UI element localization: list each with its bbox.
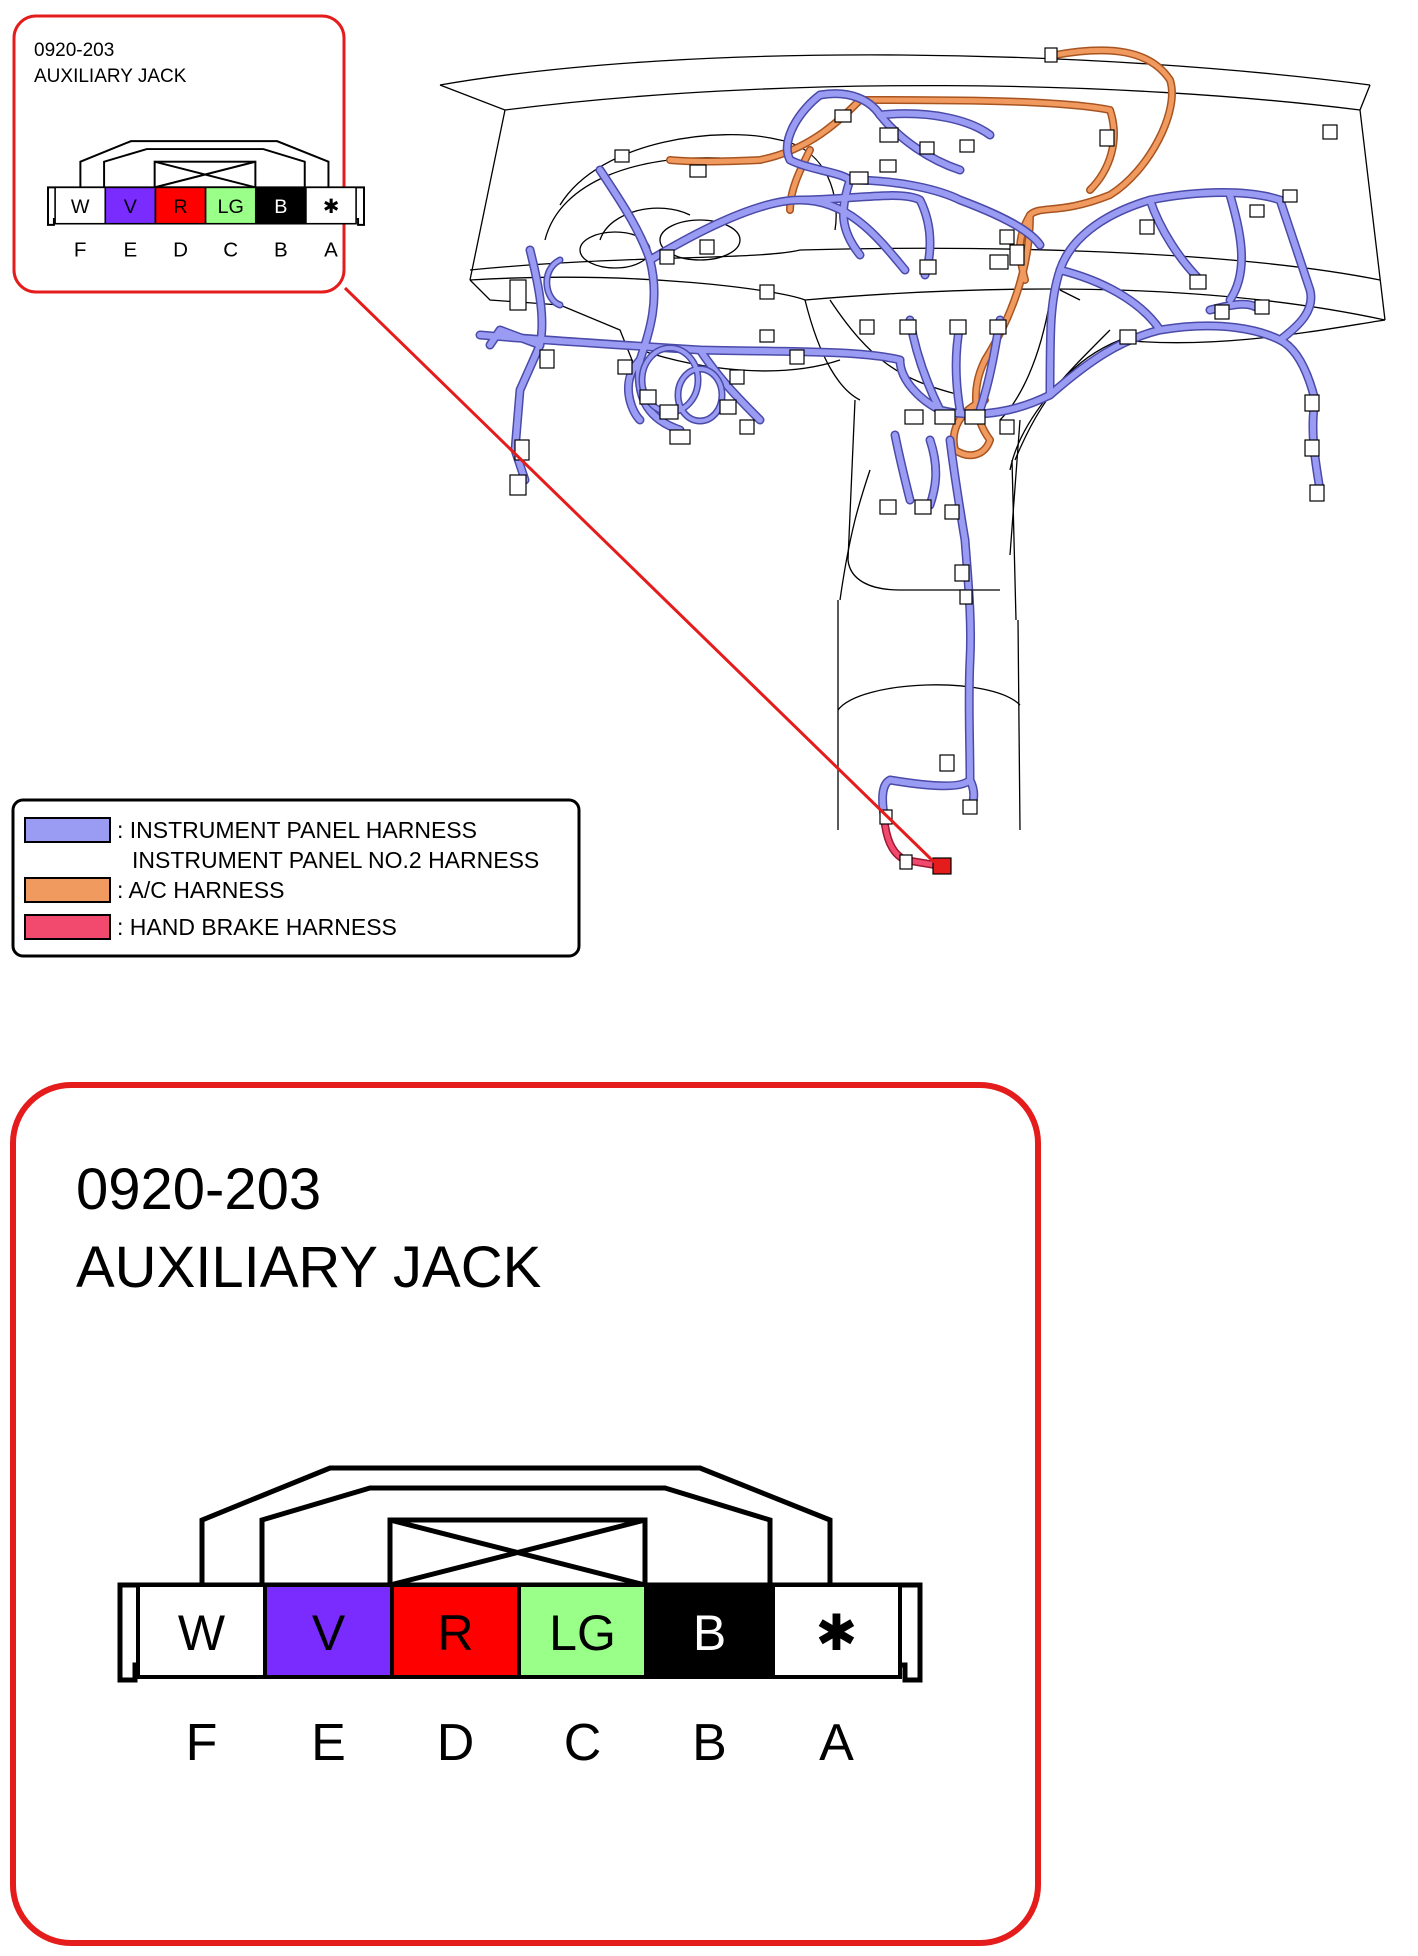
- harness-legend: : INSTRUMENT PANEL HARNESS INSTRUMENT PAN…: [11, 798, 581, 958]
- large-connector-detail: 0920-203 AUXILIARY JACK WF VE RD LG C BB ✱ A: [10, 1082, 1041, 1946]
- callout-pin-letter: E: [124, 239, 138, 262]
- callout-pin-cell: [104, 186, 157, 225]
- dashboard-outline: [439, 54, 1386, 831]
- auxiliary-jack-location-marker: [932, 857, 952, 875]
- detail-pin-letter: C: [564, 1714, 602, 1772]
- legend-label: : INSTRUMENT PANEL HARNESS: [117, 817, 477, 843]
- detail-connector-hood-inner: [259, 1485, 773, 1585]
- detail-pin-cell: [136, 1583, 267, 1679]
- callout-connector-code: 0920-203: [34, 40, 114, 61]
- callout-connector-name: AUXILIARY JACK: [34, 66, 187, 87]
- legend-swatch: [24, 877, 111, 903]
- detail-pin-cell: [644, 1583, 775, 1679]
- legend-label: : A/C HARNESS: [117, 877, 284, 903]
- detail-connector-hood: [199, 1465, 833, 1585]
- callout-connector-hood: [79, 140, 330, 188]
- detail-pin-wire-color: B: [693, 1605, 726, 1661]
- detail-pin-wire-color: LG: [549, 1605, 616, 1661]
- callout-connector-key-cross: [154, 160, 256, 189]
- instrument-panel-harness-routing: [475, 89, 1325, 825]
- callout-pin-cell: [254, 186, 307, 225]
- detail-frame: [10, 1082, 1041, 1946]
- callout-connector-hood-inner: [103, 148, 306, 188]
- legend-frame: [11, 798, 581, 958]
- callout-pin-wire-color: B: [274, 196, 287, 218]
- detail-connector-code: 0920-203: [76, 1157, 321, 1222]
- callout-pin-wire-color: V: [124, 196, 138, 218]
- legend-label: : HAND BRAKE HARNESS: [117, 914, 397, 940]
- detail-connector-key-cross: [389, 1517, 646, 1588]
- callout-pin-letter: D: [173, 239, 188, 262]
- callout-pin-wire-color: ✱: [323, 196, 340, 218]
- detail-pin-wire-color: V: [312, 1605, 346, 1661]
- detail-pin-letter: A: [819, 1714, 854, 1772]
- legend-swatch: [24, 817, 111, 843]
- callout-pin-letter: C: [223, 239, 238, 262]
- connector-symbols: [509, 47, 1338, 870]
- detail-pin-wire-color: R: [437, 1605, 473, 1661]
- callout-pin-cell: [305, 186, 357, 225]
- callout-pin-letter: A: [324, 239, 338, 262]
- detail-pin-cell: [517, 1583, 648, 1679]
- callout-pin-cell: [204, 186, 257, 225]
- legend-swatch: [24, 914, 111, 940]
- callout-connector-face: WF VE RD LG C BB ✱ A: [47, 140, 365, 262]
- detail-connector-face: WF VE RD LG C BB ✱ A: [117, 1465, 923, 1772]
- detail-pin-letter: D: [437, 1714, 475, 1772]
- detail-pin-letter: B: [692, 1714, 727, 1772]
- callout-leader-line: [343, 286, 936, 864]
- detail-connector-name: AUXILIARY JACK: [76, 1235, 542, 1300]
- callout-pin-wire-color: W: [71, 196, 90, 218]
- detail-pin-cell: [390, 1583, 521, 1679]
- callout-pin-letter: F: [74, 239, 87, 262]
- detail-pin-cell: [263, 1583, 394, 1679]
- detail-pin-wire-color: W: [178, 1605, 226, 1661]
- callout-pin-wire-color: R: [173, 196, 187, 218]
- callout-pin-letter: B: [274, 239, 288, 262]
- detail-pin-letter: E: [311, 1714, 346, 1772]
- small-connector-callout: 0920-203 AUXILIARY JACK WF VE RD LG C BB ✱ A: [12, 14, 365, 294]
- detail-pin-letter: F: [186, 1714, 218, 1772]
- detail-pin-wire-color: ✱: [816, 1605, 858, 1661]
- legend-label: INSTRUMENT PANEL NO.2 HARNESS: [132, 847, 539, 873]
- callout-pin-wire-color: LG: [218, 196, 244, 218]
- detail-pin-cell: [771, 1583, 902, 1679]
